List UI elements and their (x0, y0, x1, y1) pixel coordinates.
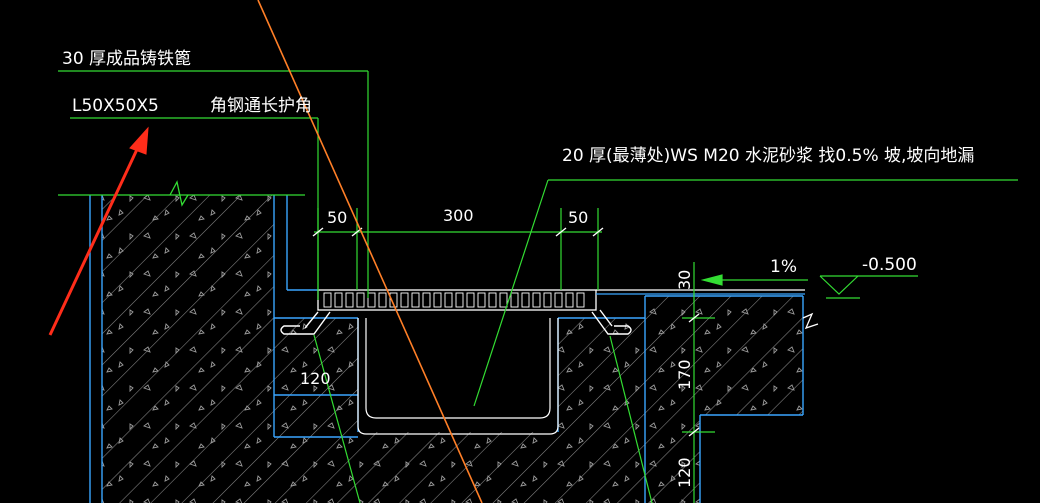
slope-arrow (700, 274, 808, 286)
concrete-left-wall (102, 195, 274, 503)
leader-lines (58, 70, 1018, 503)
grate-bar (345, 292, 354, 308)
cast-iron-grate (317, 289, 597, 311)
concrete-channel-body (274, 318, 645, 503)
grate-bar (532, 292, 541, 308)
grate-bar (444, 292, 453, 308)
grate-bar (378, 292, 387, 308)
mortar-label: 20 厚(最薄处)WS M20 水泥砂浆 找0.5% 坡,坡向地漏 (562, 146, 974, 166)
concrete-right-block (645, 296, 803, 503)
grate-bar (565, 292, 574, 308)
angle-steel-right (591, 309, 632, 335)
grate-bar (411, 292, 420, 308)
slope-label: 1% (770, 257, 797, 277)
grate-bar (389, 292, 398, 308)
grate-bar (367, 292, 376, 308)
grate-bar (455, 292, 464, 308)
dim-right-120: 120 (675, 457, 694, 488)
dim-right-width: 50 (568, 208, 588, 227)
grate-bar (499, 292, 508, 308)
dim-left-width: 50 (327, 208, 347, 227)
grate-bar (521, 292, 530, 308)
grate-bar (400, 292, 409, 308)
grate-bar (554, 292, 563, 308)
grate-bar (477, 292, 486, 308)
grate-bar (334, 292, 343, 308)
grate-bar (510, 292, 519, 308)
grate-bar (433, 292, 442, 308)
angle-spec-label: L50X50X5 (72, 96, 159, 116)
red-pointer-arrow (48, 126, 149, 336)
grate-bar (466, 292, 475, 308)
grate-bar (356, 292, 365, 308)
grate-bar (488, 292, 497, 308)
section-cut-line (257, 0, 483, 503)
grate-bar (422, 292, 431, 308)
grate-bar (576, 292, 585, 308)
grate-label: 30 厚成品铸铁篦 (62, 49, 191, 69)
grate-bar (543, 292, 552, 308)
angle-desc-label: 角钢通长护角 (210, 96, 312, 116)
dim-mid-width: 300 (443, 206, 474, 225)
dim-right-30: 30 (675, 270, 694, 290)
angle-steel-left (280, 311, 331, 335)
dim-left-depth: 120 (300, 369, 331, 388)
grate-bar (323, 292, 332, 308)
elevation-label: -0.500 (862, 255, 917, 275)
dim-right-170: 170 (675, 359, 694, 390)
channel-liner (357, 318, 559, 435)
dimension-ticks (312, 227, 700, 437)
ground-lines (58, 180, 819, 330)
